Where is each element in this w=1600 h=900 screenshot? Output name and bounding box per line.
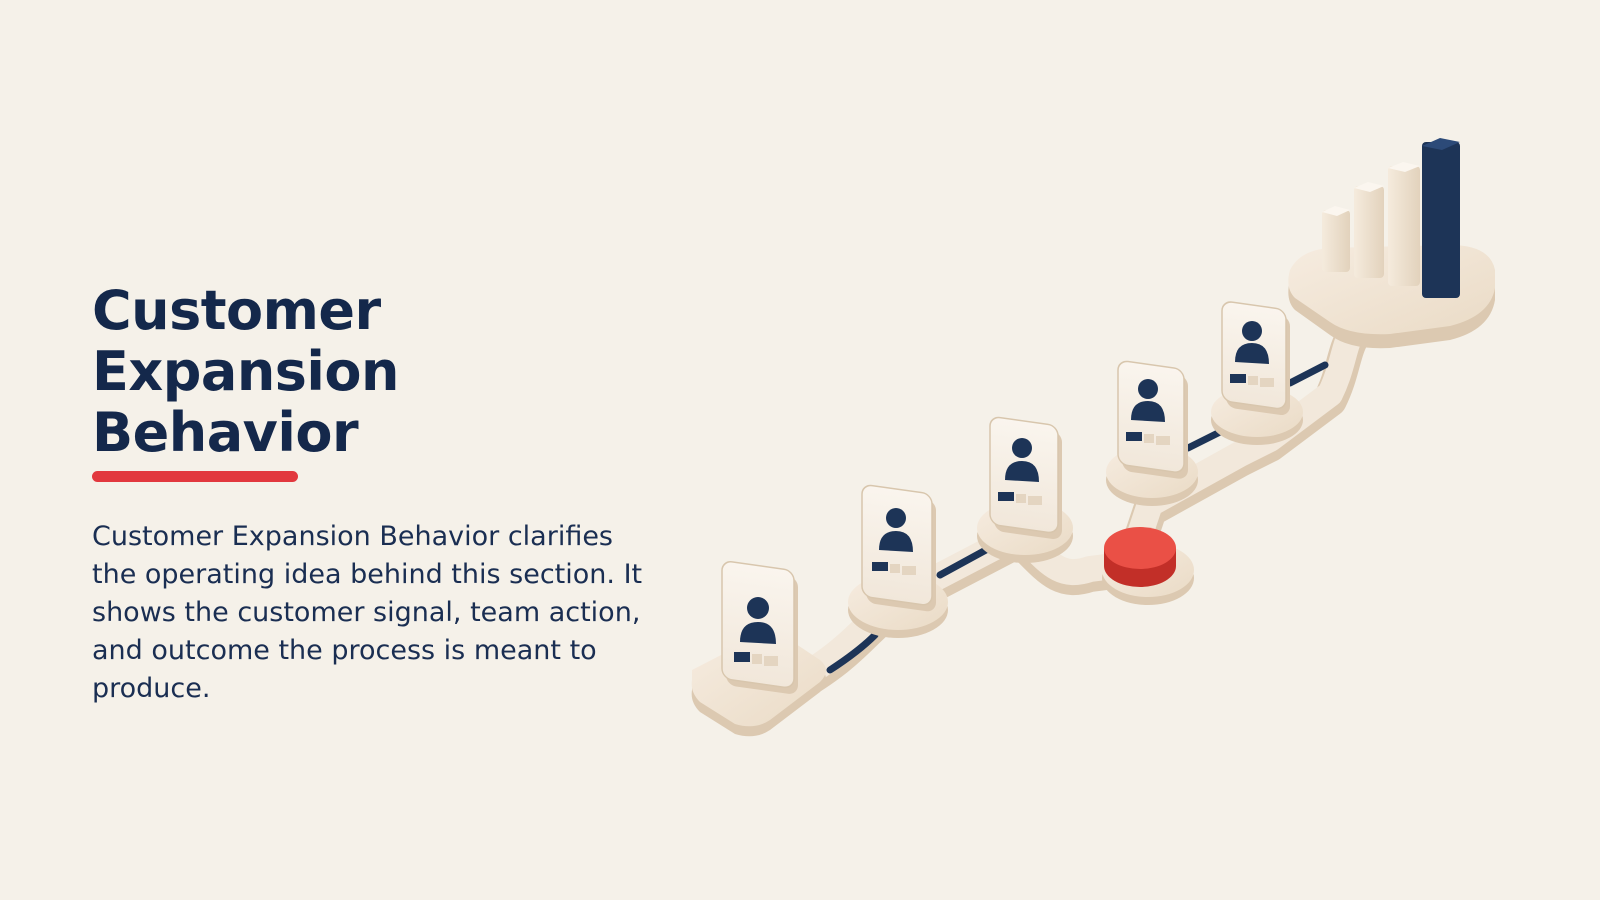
customer-card-1 bbox=[721, 561, 798, 694]
body-paragraph: Customer Expansion Behavior clarifies th… bbox=[92, 521, 643, 704]
person-icon bbox=[740, 597, 776, 644]
bar-chart bbox=[1322, 138, 1460, 298]
person-icon bbox=[879, 508, 913, 552]
page-title: Customer Expansion Behavior bbox=[92, 280, 672, 463]
customer-card-5 bbox=[1221, 301, 1290, 416]
customer-card-4 bbox=[1117, 360, 1188, 479]
person-icon bbox=[1235, 321, 1269, 364]
text-block: Customer Expansion Behavior Customer Exp… bbox=[92, 280, 672, 708]
chart-bar-4 bbox=[1422, 138, 1460, 298]
person-icon bbox=[1131, 379, 1165, 422]
red-button-node bbox=[1102, 527, 1194, 605]
title-underline bbox=[92, 471, 298, 482]
person-icon bbox=[1005, 438, 1039, 482]
customer-card-2 bbox=[861, 484, 936, 612]
title-line-2: Behavior bbox=[92, 401, 359, 464]
chart-bar-3 bbox=[1388, 162, 1420, 286]
customer-card-3 bbox=[989, 416, 1062, 539]
chart-bar-1 bbox=[1322, 206, 1350, 272]
chart-bar-2 bbox=[1354, 182, 1384, 278]
title-line-1: Customer Expansion bbox=[92, 279, 399, 403]
process-flow-illustration bbox=[691, 138, 1495, 737]
path-track bbox=[773, 296, 1397, 707]
